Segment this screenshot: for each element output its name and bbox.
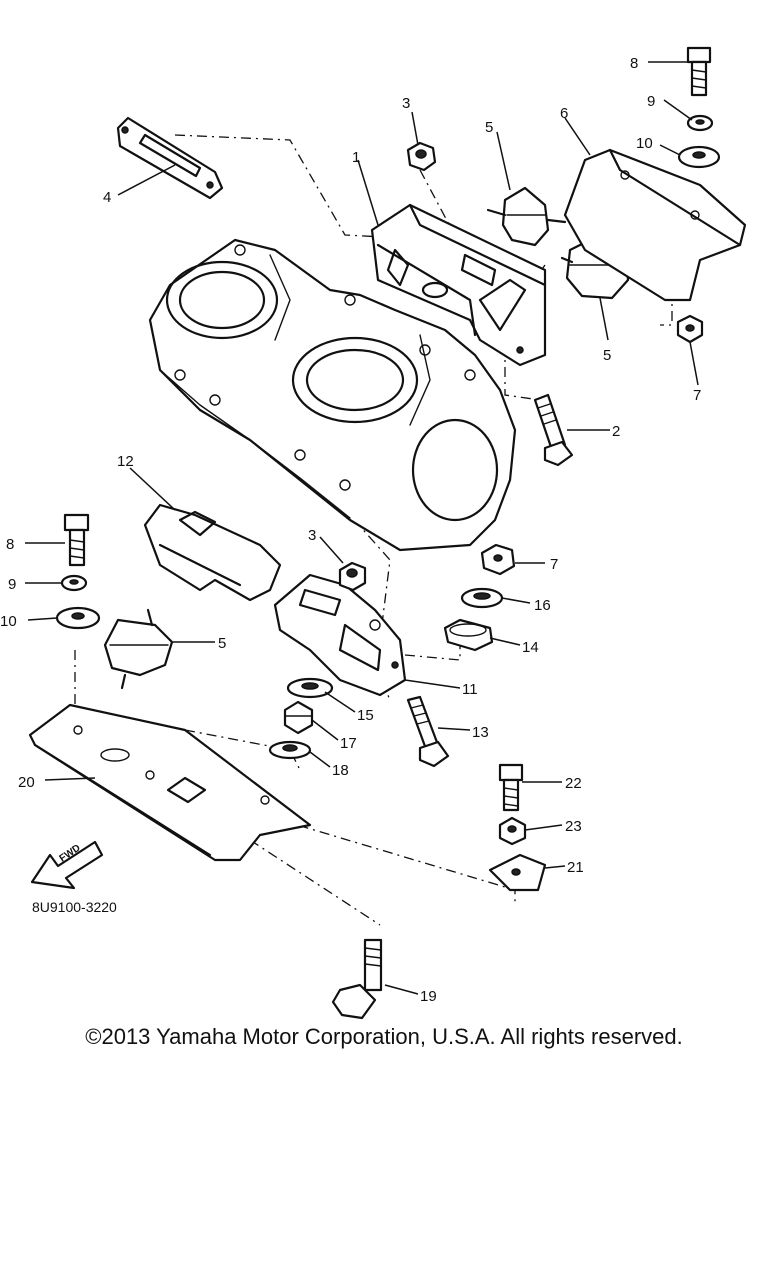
callout-22: 22 [565, 775, 582, 792]
part-19-bolt [331, 938, 383, 1020]
callout-15: 15 [357, 707, 374, 724]
callout-16: 16 [534, 597, 551, 614]
callout-6: 6 [560, 105, 568, 122]
part-17-collar [283, 700, 314, 735]
part-4-strap [116, 116, 224, 200]
callout-labels: 8 9 10 6 5 3 1 4 5 7 2 12 3 8 9 10 5 7 1… [0, 55, 701, 1005]
part-14-cushion [443, 618, 494, 652]
callout-8-left: 8 [6, 536, 14, 553]
callout-14: 14 [522, 639, 539, 656]
callout-5-upper-a: 5 [485, 119, 493, 136]
part-9-washer-top [686, 114, 714, 132]
callout-5-upper-b: 5 [603, 347, 611, 364]
part-5-mount-upper-a [486, 186, 567, 247]
part-7-nut-lower [480, 543, 516, 576]
part-7-nut-top [676, 314, 704, 344]
callout-18: 18 [332, 762, 349, 779]
callout-9-top: 9 [647, 93, 655, 110]
part-10-washer-top [677, 145, 721, 169]
callout-4: 4 [103, 189, 111, 206]
callout-11: 11 [462, 681, 478, 698]
part-3-collar-lower [338, 561, 367, 592]
cylinder-block [148, 238, 517, 552]
callout-7-lower: 7 [550, 556, 558, 573]
callout-21: 21 [567, 859, 584, 876]
fwd-arrow-icon: FWD [30, 840, 104, 890]
copyright-notice: ©2013 Yamaha Motor Corporation, U.S.A. A… [85, 1024, 683, 1049]
part-8-bolt-top [686, 46, 712, 97]
part-11-bracket [273, 573, 407, 697]
part-20-base-plate [28, 703, 312, 862]
part-21-plate [488, 853, 547, 892]
callout-10-top: 10 [636, 135, 653, 152]
part-10-washer-left [55, 606, 101, 630]
part-2-bolt [533, 393, 574, 467]
part-8-bolt-left [63, 513, 90, 567]
callout-7-top: 7 [693, 387, 701, 404]
part-1-bracket [370, 203, 547, 367]
part-16-washer [460, 587, 504, 609]
part-6-rear-bracket [563, 148, 747, 302]
part-22-bolt [498, 763, 524, 812]
callout-1: 1 [352, 149, 360, 166]
part-23-nut [498, 816, 527, 846]
callout-20: 20 [18, 774, 35, 791]
callout-10-left: 10 [0, 613, 17, 630]
callout-3-top: 3 [402, 95, 410, 112]
callout-13: 13 [472, 724, 489, 741]
part-18-washer [268, 740, 312, 760]
leader-lines [25, 61, 699, 995]
part-13-bolt [406, 695, 450, 768]
callout-19: 19 [420, 988, 437, 1005]
callout-17: 17 [340, 735, 357, 752]
part-15-washer [286, 677, 334, 699]
part-12-clamp [143, 503, 282, 602]
callout-23: 23 [565, 818, 582, 835]
callout-5-lower: 5 [218, 635, 226, 652]
callout-8-top: 8 [630, 55, 638, 72]
part-3-collar-top [406, 141, 437, 172]
callout-12: 12 [117, 453, 134, 470]
callout-2: 2 [612, 423, 620, 440]
callout-3-lower: 3 [308, 527, 316, 544]
part-5-mount-lower [103, 608, 174, 690]
drawing-code: 8U9100-3220 [32, 899, 117, 915]
part-9-washer-left [60, 574, 88, 592]
callout-9-left: 9 [8, 576, 16, 593]
